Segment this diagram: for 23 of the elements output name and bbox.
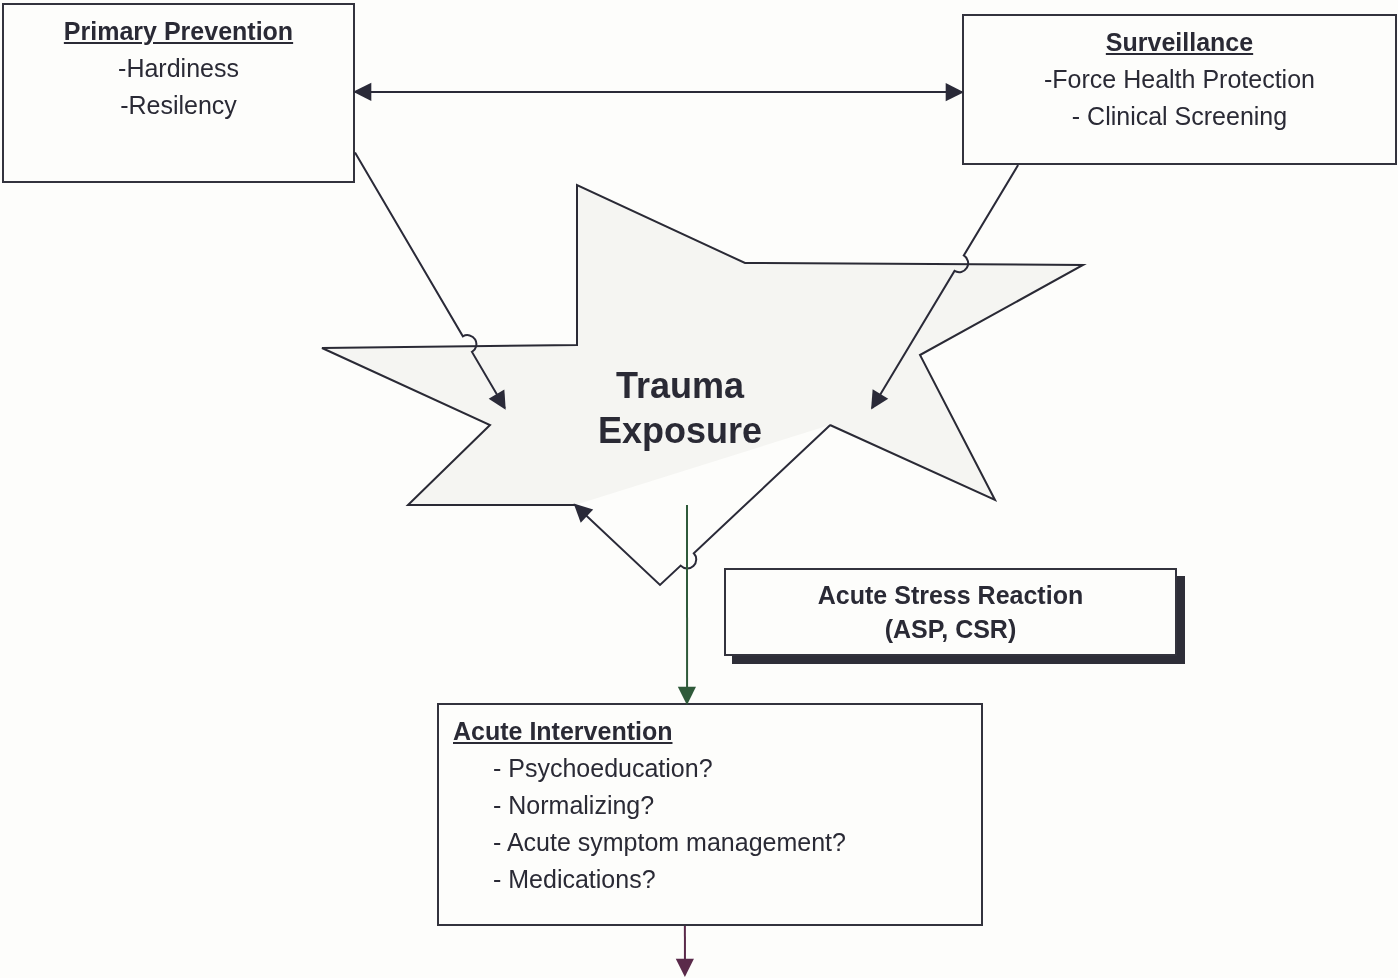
process-box xyxy=(2,3,355,183)
box-label: Acute Stress Reaction (ASP, CSR) xyxy=(816,580,1085,645)
box-heading: Primary Prevention xyxy=(63,16,294,47)
list-item: - Psychoeducation? xyxy=(493,753,713,784)
star-burst-shape xyxy=(322,185,1084,505)
process-box xyxy=(962,14,1397,165)
arrow xyxy=(573,424,832,586)
box-heading: Surveillance xyxy=(1105,27,1254,58)
arrow xyxy=(675,925,694,977)
node-title: Trauma Exposure xyxy=(596,364,764,453)
arrow xyxy=(354,151,506,410)
box-heading: Acute Intervention xyxy=(453,716,673,747)
arrow xyxy=(353,82,964,102)
arrow xyxy=(871,164,1020,410)
arrow xyxy=(677,504,696,705)
process-box xyxy=(437,703,983,926)
list-item: - Medications? xyxy=(493,864,656,895)
list-item: -Resilency xyxy=(120,90,237,121)
list-item: -Force Health Protection xyxy=(1044,64,1315,95)
list-item: - Normalizing? xyxy=(493,790,655,821)
list-item: - Acute symptom management? xyxy=(493,827,846,858)
list-item: -Hardiness xyxy=(118,53,239,84)
list-item: - Clinical Screening xyxy=(1071,101,1288,132)
